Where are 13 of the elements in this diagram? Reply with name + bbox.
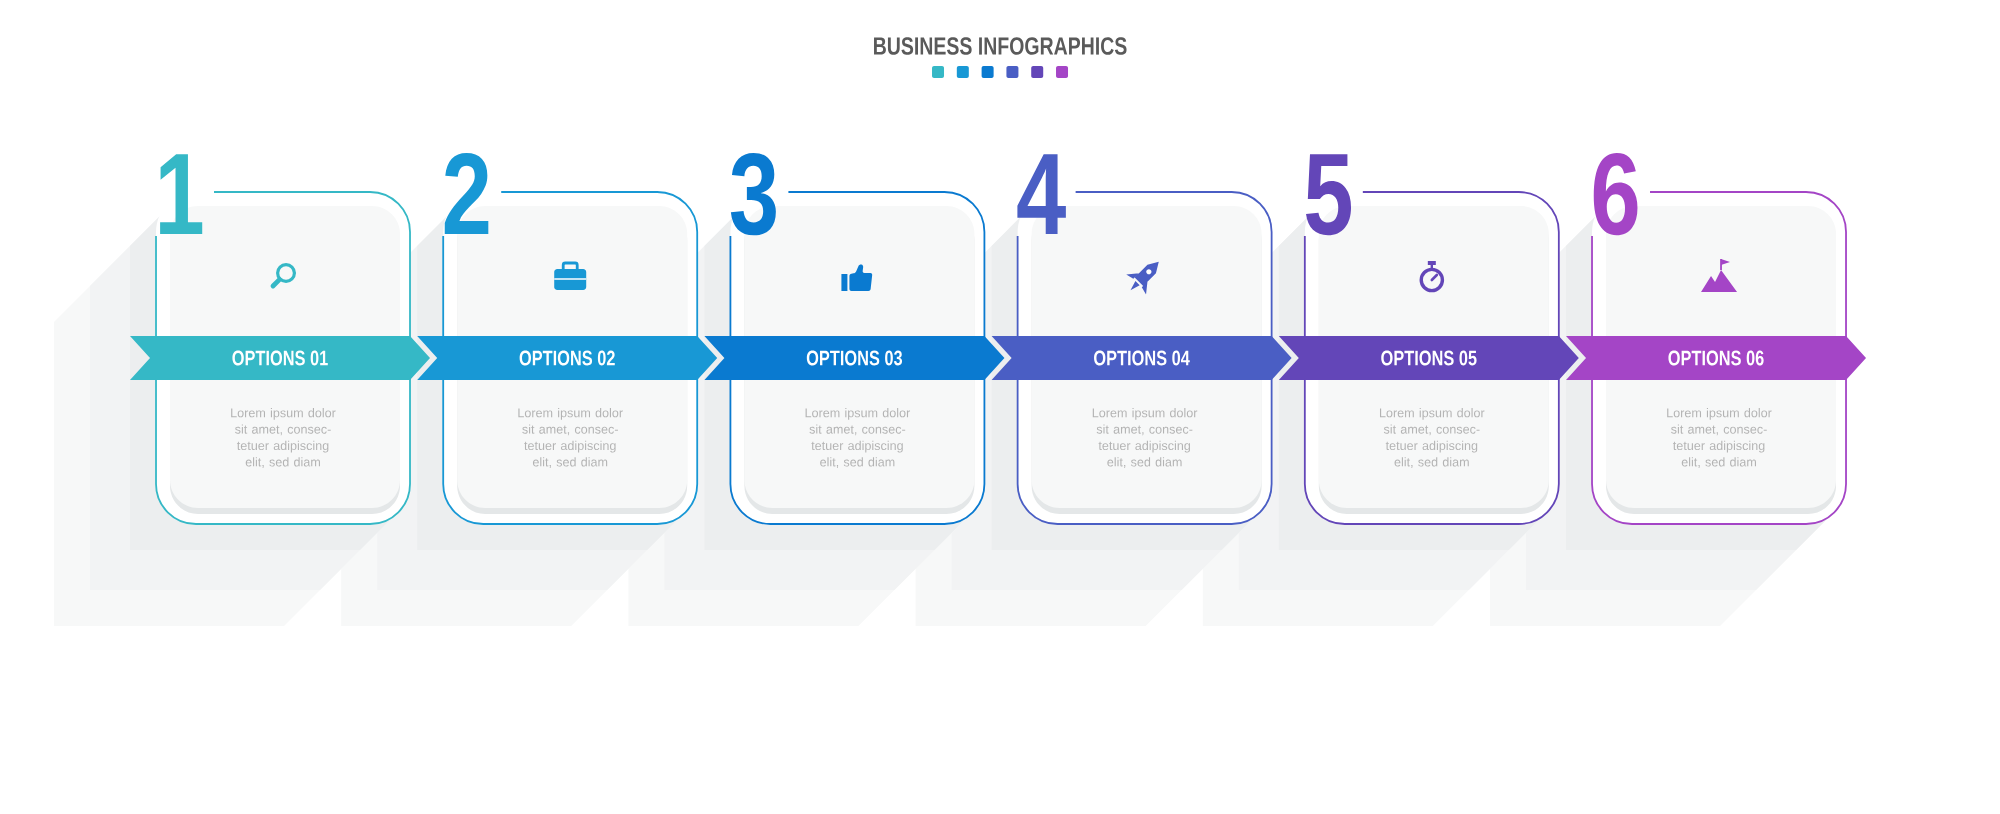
chevron-banner: OPTIONS 03 <box>704 336 1005 380</box>
step-number: 5 <box>1306 154 1351 236</box>
chevron-banner: OPTIONS 06 <box>1566 336 1867 380</box>
chevron-banner: OPTIONS 04 <box>991 336 1292 380</box>
chevron-banner: OPTIONS 02 <box>417 336 718 380</box>
step-number: 3 <box>730 153 776 236</box>
chevron-banner: OPTIONS 01 <box>130 336 430 380</box>
title: BUSINESS INFOGRAPHICS <box>874 37 1127 55</box>
step-number: 1 <box>160 154 203 234</box>
step-number: 4 <box>1017 154 1066 234</box>
chevron-banner: OPTIONS 05 <box>1278 336 1579 380</box>
step-number: 2 <box>444 153 489 234</box>
step-number: 6 <box>1593 153 1638 236</box>
